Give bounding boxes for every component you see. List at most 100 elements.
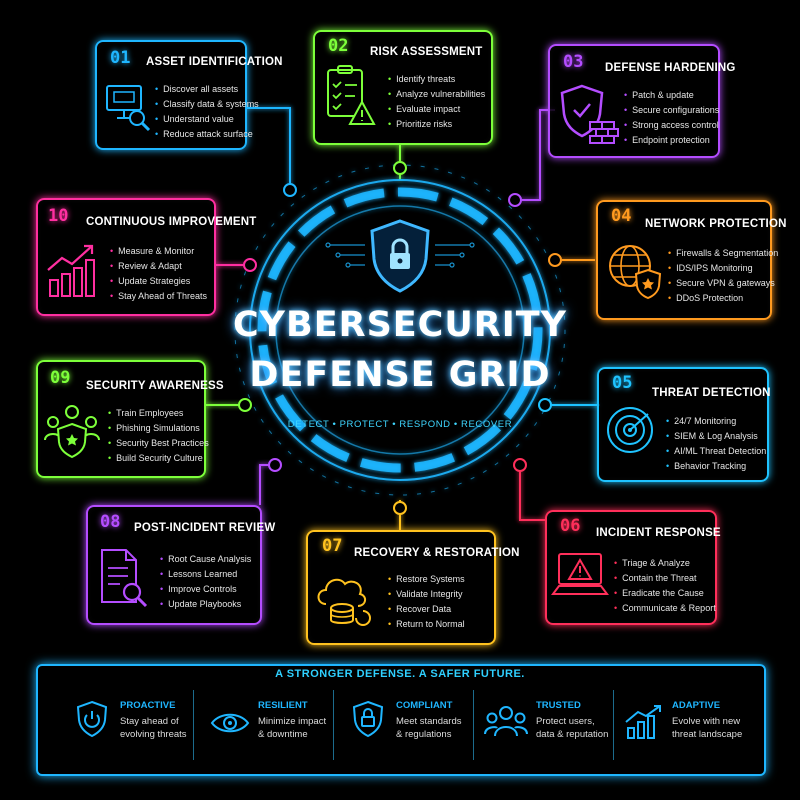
- list-item: Identify threats: [388, 72, 485, 87]
- pillar-compliant-title: COMPLIANT: [396, 700, 453, 711]
- eye-icon: [210, 713, 250, 733]
- list-item: DDoS Protection: [668, 291, 778, 306]
- main-title-line2: DEFENSE GRID: [249, 355, 551, 395]
- card-08-number: 08: [100, 512, 121, 532]
- list-item: Phishing Simulations: [108, 421, 209, 436]
- card-03-title: DEFENSE HARDENING: [605, 62, 736, 74]
- trend-icon: [625, 705, 661, 739]
- list-item: Behavior Tracking: [666, 459, 766, 474]
- list-item: Train Employees: [108, 406, 209, 421]
- pillar-proactive-title: PROACTIVE: [120, 700, 176, 711]
- card-10-number: 10: [48, 206, 69, 226]
- list-item: Evaluate impact: [388, 102, 485, 117]
- list-item: Classify data & systems: [155, 97, 259, 112]
- connector-03: [515, 109, 555, 201]
- list-item: Firewalls & Segmentation: [668, 246, 778, 261]
- card-07-list: Restore Systems Validate Integrity Recov…: [388, 572, 465, 632]
- list-item: Communicate & Report: [614, 601, 716, 616]
- power-shield-icon: [76, 700, 108, 738]
- card-06-number: 06: [560, 516, 581, 536]
- list-item: Discover all assets: [155, 82, 259, 97]
- card-01-number: 01: [110, 48, 131, 68]
- list-item: Validate Integrity: [388, 587, 465, 602]
- central-ring: [234, 164, 566, 496]
- ring-nodes: [238, 161, 562, 515]
- checklist-warning-icon: [327, 65, 376, 125]
- list-item: Secure VPN & gateways: [668, 276, 778, 291]
- list-item: SIEM & Log Analysis: [666, 429, 766, 444]
- list-item: Update Strategies: [110, 274, 207, 289]
- list-item: Understand value: [155, 112, 259, 127]
- users-icon: [484, 706, 528, 737]
- lock-shield-icon: [352, 700, 384, 738]
- list-item: AI/ML Threat Detection: [666, 444, 766, 459]
- list-item: Build Security Culture: [108, 451, 209, 466]
- laptop-warning-icon: [551, 553, 609, 595]
- list-item: Eradicate the Cause: [614, 586, 716, 601]
- card-08-title: POST-INCIDENT REVIEW: [134, 522, 276, 534]
- pillar-proactive-text: Stay ahead of evolving threats: [120, 716, 187, 740]
- pillar-adaptive-title: ADAPTIVE: [672, 700, 721, 711]
- card-05-list: 24/7 Monitoring SIEM & Log Analysis AI/M…: [666, 414, 766, 474]
- list-item: Patch & update: [624, 88, 719, 103]
- divider: [333, 690, 334, 760]
- card-05-number: 05: [612, 373, 633, 393]
- card-03-number: 03: [563, 52, 584, 72]
- card-02-title: RISK ASSESSMENT: [370, 46, 483, 58]
- connector-01: [245, 107, 291, 190]
- card-09-number: 09: [50, 368, 71, 388]
- pillar-trusted-text: Protect users, data & reputation: [536, 716, 609, 740]
- divider: [193, 690, 194, 760]
- list-item: Contain the Threat: [614, 571, 716, 586]
- radar-icon: [607, 407, 653, 453]
- pillar-resilient-text: Minimize impact & downtime: [258, 716, 327, 740]
- tagline: DETECT • PROTECT • RESPOND • RECOVER: [287, 419, 513, 430]
- benefits-banner: [36, 664, 766, 776]
- list-item: IDS/IPS Monitoring: [668, 261, 778, 276]
- list-item: Prioritize risks: [388, 117, 485, 132]
- card-06-title: INCIDENT RESPONSE: [596, 527, 721, 539]
- pillar-compliant-text: Meet standards & regulations: [396, 716, 462, 740]
- shield-wall-icon: [560, 84, 619, 144]
- list-item: Return to Normal: [388, 617, 465, 632]
- card-10-list: Measure & Monitor Review & Adapt Update …: [110, 244, 207, 304]
- card-10-title: CONTINUOUS IMPROVEMENT: [86, 216, 257, 228]
- card-05-title: THREAT DETECTION: [652, 387, 771, 399]
- card-04-list: Firewalls & Segmentation IDS/IPS Monitor…: [668, 246, 778, 306]
- growth-chart-icon: [47, 244, 95, 297]
- pillar-trusted-title: TRUSTED: [536, 700, 581, 711]
- pillar-adaptive-text: Evolve with new threat landscape: [672, 716, 743, 740]
- card-06-list: Triage & Analyze Contain the Threat Erad…: [614, 556, 716, 616]
- list-item: Triage & Analyze: [614, 556, 716, 571]
- card-08-list: Root Cause Analysis Lessons Learned Impr…: [160, 552, 251, 612]
- list-item: Reduce attack surface: [155, 127, 259, 142]
- team-shield-icon: [44, 405, 100, 459]
- card-07-number: 07: [322, 536, 343, 556]
- divider: [473, 690, 474, 760]
- banner-title: A STRONGER DEFENSE. A SAFER FUTURE.: [275, 668, 525, 680]
- connector-06: [519, 465, 545, 521]
- card-09-list: Train Employees Phishing Simulations Sec…: [108, 406, 209, 466]
- list-item: Update Playbooks: [160, 597, 251, 612]
- card-02-number: 02: [328, 36, 349, 56]
- cloud-database-icon: [317, 578, 371, 626]
- list-item: Analyze vulnerabilities: [388, 87, 485, 102]
- list-item: Stay Ahead of Threats: [110, 289, 207, 304]
- globe-shield-icon: [609, 245, 662, 300]
- divider: [613, 690, 614, 760]
- card-04-title: NETWORK PROTECTION: [645, 218, 787, 230]
- center-shield-lock-icon: [370, 219, 430, 293]
- card-03-list: Patch & update Secure configurations Str…: [624, 88, 719, 148]
- card-01-title: ASSET IDENTIFICATION: [146, 56, 283, 68]
- list-item: Security Best Practices: [108, 436, 209, 451]
- list-item: Endpoint protection: [624, 133, 719, 148]
- card-02-list: Identify threats Analyze vulnerabilities…: [388, 72, 485, 132]
- list-item: Restore Systems: [388, 572, 465, 587]
- list-item: Secure configurations: [624, 103, 719, 118]
- card-01-list: Discover all assets Classify data & syst…: [155, 82, 259, 142]
- list-item: 24/7 Monitoring: [666, 414, 766, 429]
- monitor-search-icon: [106, 85, 151, 132]
- card-09-title: SECURITY AWARENESS: [86, 380, 224, 392]
- list-item: Root Cause Analysis: [160, 552, 251, 567]
